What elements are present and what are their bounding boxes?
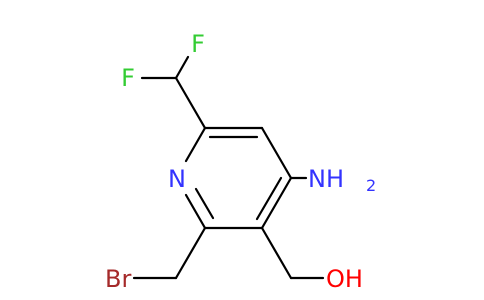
amine-subscript: 2: [366, 176, 376, 195]
bond-c4-c3: [260, 176, 293, 230]
bond-c2-n: [184, 193, 207, 230]
hydroxyl-label: OH: [326, 265, 363, 293]
fluorine-left-label: F: [121, 64, 135, 92]
bond-c2-ch2: [174, 226, 207, 280]
bond-c2-n-inner: [194, 187, 215, 220]
bond-c4-c3-inner: [255, 176, 283, 221]
bonds: [132, 55, 325, 280]
bond-c3-ch2: [260, 226, 293, 280]
bond-c5-c4: [260, 126, 293, 180]
fluorine-top-label: F: [191, 30, 205, 58]
bond-chf2-c6: [174, 76, 207, 130]
bromine-label: Br: [105, 265, 131, 293]
atom-labels: F F N NH 2 Br OH: [105, 30, 376, 293]
amine-label: NH: [308, 165, 344, 193]
ring-nitrogen-label: N: [168, 165, 186, 193]
bond-n-c6: [184, 126, 207, 163]
bond-f-top-chf2: [174, 55, 190, 80]
